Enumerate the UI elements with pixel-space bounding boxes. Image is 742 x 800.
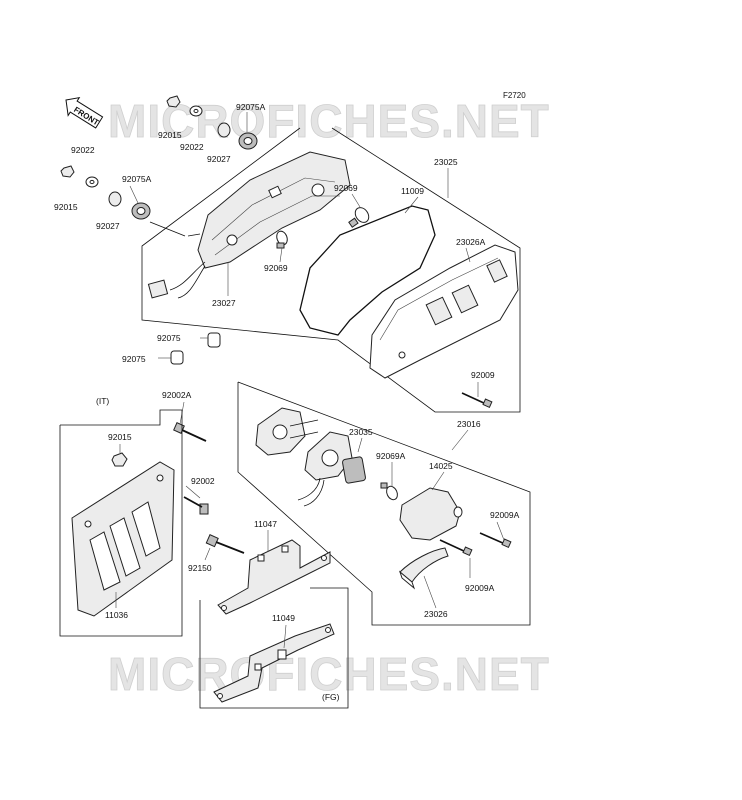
license-light-base: [255, 407, 319, 456]
watermark-top: MICROFICHES.NET: [108, 95, 550, 147]
variant-it-label: (IT): [96, 396, 109, 406]
callout-23027: 23027: [212, 298, 236, 308]
callout-23026: 23026: [424, 609, 448, 619]
screw-92009A-a: [479, 532, 512, 549]
assembly-outline-23016: [237, 381, 531, 626]
callout-92009: 92009: [471, 370, 495, 380]
callout-92015-top: 92015: [158, 130, 182, 140]
callout-92075-a: 92075: [157, 333, 181, 343]
bulb-92069-upper: [348, 207, 370, 228]
bolt-92150: [205, 534, 245, 554]
tail-lens: [369, 244, 519, 379]
variant-fg-label: (FG): [322, 692, 340, 702]
wire-connector: [147, 279, 169, 299]
callout-11049: 11049: [272, 613, 295, 623]
tail-light-housing: [197, 151, 351, 269]
callout-92002A: 92002A: [162, 390, 192, 400]
callout-92009A-b: 92009A: [465, 583, 495, 593]
front-arrow-icon: FRONT: [65, 96, 104, 129]
bolt-92002A: [173, 422, 207, 442]
callout-23026A: 23026A: [456, 237, 486, 247]
tail-light-assembly: [60, 95, 521, 413]
lens-gasket: [299, 205, 436, 336]
callout-92150: 92150: [188, 563, 212, 573]
bulb-socket-23035: [297, 431, 366, 507]
callout-92027-top: 92027: [207, 154, 231, 164]
nut-92015-it: [111, 452, 128, 467]
callout-92075-b: 92075: [122, 354, 146, 364]
callout-92015-left: 92015: [54, 202, 78, 212]
callout-23016: 23016: [457, 419, 481, 429]
callout-11009: 11009: [401, 186, 424, 196]
fg-variant-box: (FG): [199, 587, 349, 709]
washer-92022-top: [189, 105, 203, 117]
grommet-92075A-left: [131, 202, 151, 220]
washer-92022-left: [85, 176, 99, 188]
collar-92027-top: [217, 122, 231, 138]
nut-92015-left: [60, 165, 75, 178]
callout-92075A-left: 92075A: [122, 174, 152, 184]
callout-23035: 23035: [349, 427, 373, 437]
bulb-92069-lower: [276, 230, 288, 249]
callout-92069-b: 92069: [264, 263, 288, 273]
lens-cover-23026: [398, 547, 449, 590]
callout-92069A: 92069A: [376, 451, 406, 461]
lens-screw-92009: [461, 392, 493, 409]
callout-92075A-top: 92075A: [236, 102, 266, 112]
callout-92027-left: 92027: [96, 221, 120, 231]
callout-23025: 23025: [434, 157, 458, 167]
grommet-92075A-top: [238, 132, 258, 150]
figure-code: F2720: [503, 91, 526, 100]
callout-92002: 92002: [191, 476, 215, 486]
bulb-92069A: [380, 482, 398, 501]
callout-11036: 11036: [105, 610, 128, 620]
license-bracket-11047: [217, 539, 331, 615]
screw-92009A-b: [439, 539, 473, 557]
it-variant-box: (IT): [59, 396, 209, 637]
license-bracket-11049: [213, 623, 335, 703]
bolt-92002: [183, 496, 209, 515]
callout-92069-a: 92069: [334, 183, 358, 193]
license-light-assembly: [173, 381, 531, 626]
callout-11047: 11047: [254, 519, 277, 529]
license-lens-14025: [399, 487, 463, 541]
callout-14025: 14025: [429, 461, 453, 471]
callout-92022-left: 92022: [71, 145, 95, 155]
callout-92015-it: 92015: [108, 432, 132, 442]
watermark-bottom: MICROFICHES.NET: [108, 648, 550, 700]
callout-92009A-a: 92009A: [490, 510, 520, 520]
license-plate-bracket-11036: [71, 461, 175, 617]
plug-92075-a: [207, 332, 221, 348]
nut-92015-top: [166, 95, 181, 108]
plug-92075-b: [170, 350, 184, 365]
collar-92027-left: [108, 191, 122, 207]
callout-92022-top: 92022: [180, 142, 204, 152]
